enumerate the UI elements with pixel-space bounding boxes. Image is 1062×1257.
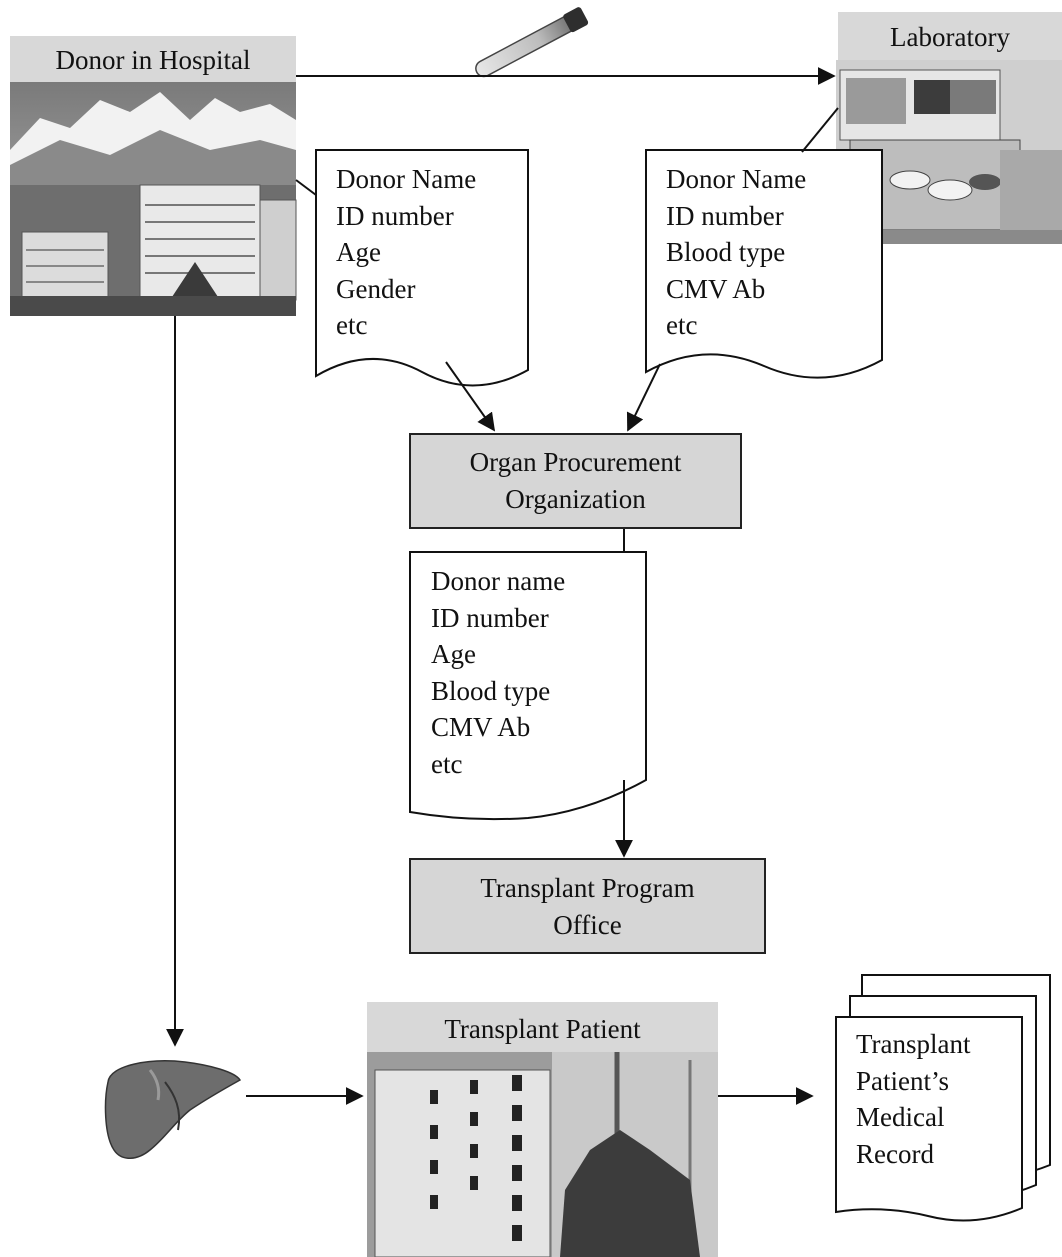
medical-record-stack bbox=[835, 974, 1051, 1222]
opo-label-line1: Organ Procurement bbox=[469, 447, 682, 477]
doc-line: Donor Name bbox=[666, 164, 807, 194]
doc-line: CMV Ab bbox=[431, 712, 531, 742]
doc-line: etc bbox=[336, 310, 368, 340]
arrow-lab-doc-to-opo bbox=[626, 363, 661, 432]
transplant-patient-label: Transplant Patient bbox=[367, 1002, 718, 1052]
arrow-hospital-doc-to-opo bbox=[445, 361, 496, 432]
tpo-label-line2: Office bbox=[553, 910, 622, 940]
lab-doc-text: Donor Name ID number Blood type CMV Ab e… bbox=[666, 161, 806, 344]
opo-label-line2: Organization bbox=[505, 484, 646, 514]
doc-line: ID number bbox=[666, 200, 784, 231]
lab-doc-shape bbox=[645, 149, 883, 379]
opo-doc-text: Donor name ID number Age Blood type CMV … bbox=[431, 563, 565, 782]
doc-line: Age bbox=[336, 237, 381, 267]
medical-record-text: Transplant Patient’s Medical Record bbox=[856, 1026, 971, 1172]
blood-sample-tube-icon bbox=[475, 7, 589, 78]
doc-line: etc bbox=[431, 748, 463, 779]
doc-line: ID number bbox=[336, 200, 454, 231]
lab-to-doc-line bbox=[801, 107, 839, 153]
opo-doc-shape bbox=[409, 551, 647, 821]
doc-line: Patient’s bbox=[856, 1065, 949, 1096]
tpo-label-line1: Transplant Program bbox=[480, 873, 695, 903]
liver-organ-icon bbox=[104, 1060, 242, 1159]
transplant-program-office-box: Transplant Program Office bbox=[409, 858, 766, 954]
hospital-doc-shape bbox=[315, 149, 529, 387]
organ-procurement-organization-box: Organ Procurement Organization bbox=[409, 433, 742, 529]
doc-line: Transplant bbox=[856, 1029, 971, 1059]
doc-line: etc bbox=[666, 310, 698, 340]
doc-line: Blood type bbox=[431, 675, 551, 706]
doc-line: Medical bbox=[856, 1102, 945, 1132]
hospital-building-photo bbox=[10, 82, 297, 316]
hospital-doc-text: Donor Name ID number Age Gender etc bbox=[336, 161, 476, 344]
hospital-to-doc-line bbox=[295, 179, 317, 196]
doc-line: Blood type bbox=[666, 237, 786, 267]
doc-line: ID number bbox=[431, 602, 549, 633]
doc-line: Gender bbox=[336, 273, 416, 304]
doc-line: Donor name bbox=[431, 566, 566, 596]
transplant-building-photo bbox=[367, 1051, 718, 1257]
doc-line: Donor Name bbox=[336, 164, 477, 194]
doc-line: Record bbox=[856, 1138, 934, 1169]
donor-hospital-label: Donor in Hospital bbox=[10, 36, 296, 82]
laboratory-label: Laboratory bbox=[838, 12, 1062, 60]
doc-line: CMV Ab bbox=[666, 273, 766, 304]
doc-line: Age bbox=[431, 639, 476, 669]
